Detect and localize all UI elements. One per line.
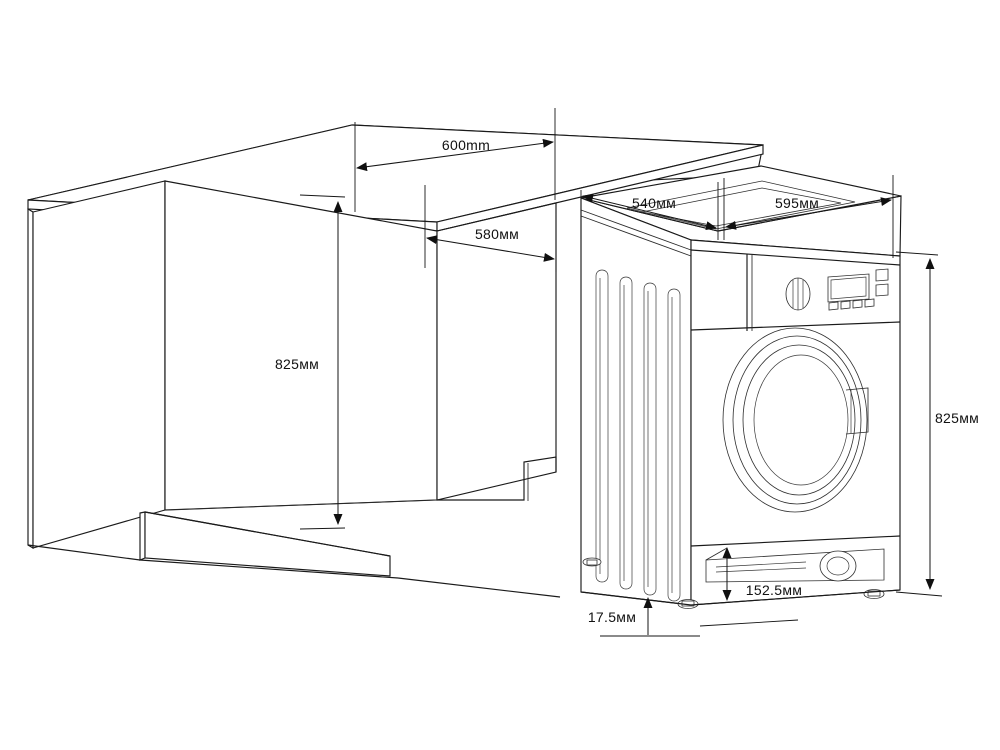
machine-base-service-panel <box>690 535 901 583</box>
display-button-2[interactable] <box>840 300 851 310</box>
program-selector-knob-ribs <box>792 278 804 310</box>
cabinet-divider-notch <box>437 456 557 501</box>
machine-control-panel-divider-bottom <box>690 321 901 331</box>
dimline-595 <box>725 197 892 230</box>
cabinet-plinth-kickboard <box>139 511 146 561</box>
dimension-label-825mm-machine: 825мм <box>935 410 979 426</box>
cabinet-floor-line-left <box>27 544 141 561</box>
side-button-lower[interactable] <box>875 283 889 297</box>
side-button-upper[interactable] <box>875 268 889 282</box>
leveling-foot-front-right-stem <box>867 590 881 597</box>
ext-line-825r-bottom <box>895 591 943 597</box>
cabinet-divider-top-edge <box>436 202 557 232</box>
display-button-1[interactable] <box>828 301 839 311</box>
leveling-foot-front-left-stem <box>586 559 598 566</box>
dimension-label-152-5mm: 152.5мм <box>746 582 802 598</box>
cabinet-left-side-face <box>32 180 166 549</box>
machine-bottom-line-left <box>580 591 692 606</box>
dimension-machine-depth: 540мм <box>580 182 719 250</box>
dimension-label-580mm: 580мм <box>475 226 519 242</box>
dimension-label-825mm-niche: 825мм <box>275 356 319 372</box>
door-handle-recess[interactable] <box>845 387 869 435</box>
dimension-label-600mm: 600mm <box>442 137 490 153</box>
ext-line-825-bottom <box>299 527 346 530</box>
floor-line-extends-right <box>397 577 561 598</box>
display-button-4[interactable] <box>864 298 875 308</box>
pump-filter-cap-inner <box>826 556 850 576</box>
machine-base-top-line <box>690 535 901 547</box>
machine-control-panel-divider-top <box>690 249 901 266</box>
machine-side-rib-3 <box>643 282 657 596</box>
dimline-580 <box>426 235 555 262</box>
machine-side-panel <box>580 197 692 606</box>
cabinet-base-rear-line <box>164 499 438 511</box>
dimline-540 <box>582 193 717 231</box>
dimension-foot-height: 17.5мм <box>588 597 700 637</box>
dimension-plinth-offset: 152.5мм <box>699 547 802 627</box>
ext-line-1525-lower <box>699 619 799 627</box>
ext-line-825r-top <box>895 251 939 256</box>
door-ring-inner <box>742 344 856 496</box>
machine-porthole-door[interactable] <box>722 327 869 513</box>
ext-line-825-top <box>299 194 346 198</box>
dimension-niche-depth: 580мм <box>424 185 557 272</box>
digital-display <box>827 273 870 303</box>
machine-side-rib-1 <box>595 269 609 583</box>
dimension-niche-height: 825мм <box>275 194 346 530</box>
dimline-600 <box>356 138 554 172</box>
cabinet-plinth-top-line <box>144 511 391 557</box>
dimension-label-17-5mm: 17.5мм <box>588 609 636 625</box>
leader-line-base-to-dim <box>705 547 728 561</box>
front-loading-washing-machine <box>580 165 902 609</box>
dimension-label-540mm: 540мм <box>632 195 676 211</box>
machine-control-panel <box>785 268 889 311</box>
cabinet-plinth-face <box>144 511 391 577</box>
dimension-niche-width: 600mm <box>354 108 556 212</box>
dimension-machine-width: 595мм <box>723 175 894 258</box>
door-glass <box>753 354 849 486</box>
dimension-machine-height: 825мм <box>895 251 979 597</box>
machine-side-panel-ribs <box>595 269 681 602</box>
digital-display-inner <box>830 276 867 300</box>
cabinet-left-side-panel <box>27 207 34 550</box>
cabinet-niche-back-panel <box>164 180 438 511</box>
machine-side-rib-2 <box>619 276 633 590</box>
pump-filter-cap-outer[interactable] <box>819 550 857 582</box>
display-buttons-row <box>828 298 875 311</box>
dimension-label-595mm: 595мм <box>775 195 819 211</box>
floor-line-front <box>139 559 399 579</box>
display-button-3[interactable] <box>852 299 863 309</box>
machine-bottom-line-front <box>690 589 901 606</box>
machine-side-rib-4 <box>667 288 681 602</box>
cabinet-niche-right-divider <box>436 202 557 501</box>
